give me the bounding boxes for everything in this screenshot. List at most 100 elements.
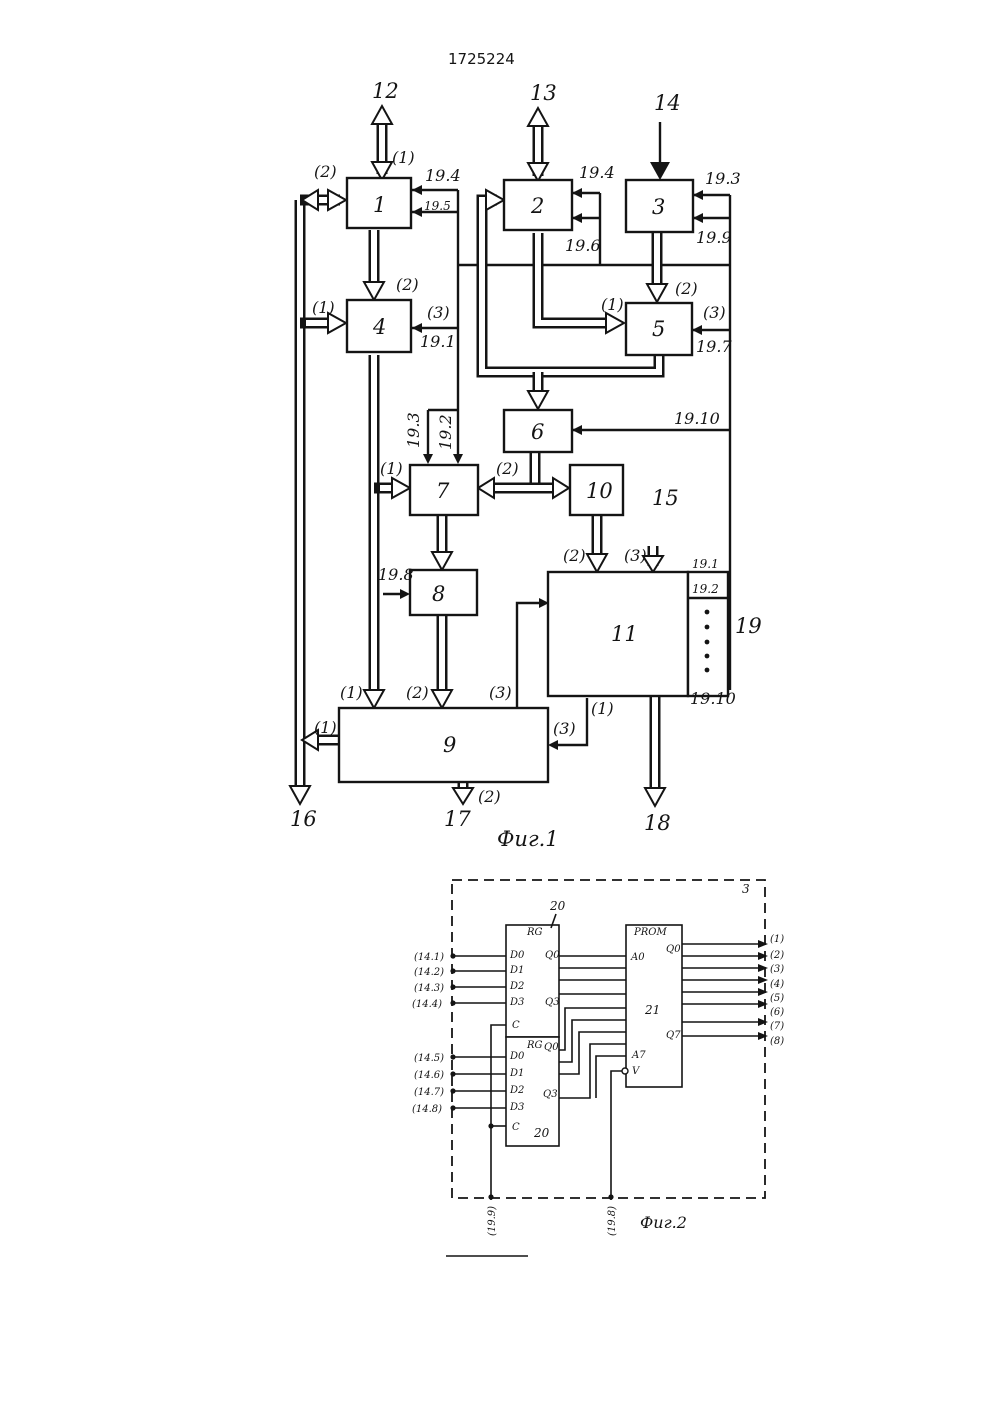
conn-19-9: (19.9) <box>487 1206 498 1236</box>
sig-19-2-b11: 19.2 <box>692 582 719 596</box>
block-9-label: 9 <box>443 733 456 757</box>
output-3: (3) <box>770 964 784 975</box>
pin-q0-bottom: Q0 <box>544 1042 559 1053</box>
sig-19-9: 19.9 <box>696 228 732 247</box>
prom-pin-q7: Q7 <box>666 1030 681 1041</box>
input-14-1: (14.1) <box>414 952 444 963</box>
ext-19: 19 <box>735 614 762 638</box>
prom-pin-a7: A7 <box>631 1050 646 1061</box>
block-4-label: 4 <box>372 315 386 339</box>
output-2: (2) <box>770 950 784 961</box>
port-b5-3: (3) <box>703 303 726 322</box>
output-7: (7) <box>770 1021 784 1032</box>
pin-c-bottom: C <box>512 1122 520 1133</box>
pin-d0-top: D0 <box>509 950 525 961</box>
sig-19-10-b6: 19.10 <box>674 409 720 428</box>
output-8: (8) <box>770 1036 784 1047</box>
output-5: (5) <box>770 993 784 1004</box>
port-b4-3: (3) <box>427 303 450 322</box>
block-1-label: 1 <box>373 193 386 217</box>
block-7-label: 7 <box>436 479 450 503</box>
fig2-block-3-frame <box>452 880 765 1198</box>
output-6: (6) <box>770 1007 784 1018</box>
rg-label-bottom: RG <box>526 1040 543 1051</box>
block-5-label: 5 <box>652 317 665 341</box>
sig-19-8: 19.8 <box>378 565 414 584</box>
block-6-label: 6 <box>531 420 544 444</box>
conn-19-8: (19.8) <box>607 1206 618 1236</box>
sig-19-2-b7: 19.2 <box>436 414 455 450</box>
port-b5-1: (1) <box>601 295 624 314</box>
sig-19-3-b7: 19.3 <box>404 412 423 448</box>
pin-q3-top: Q3 <box>545 997 560 1008</box>
pin-d3-bottom: D3 <box>509 1102 524 1113</box>
ext-16: 16 <box>290 807 317 831</box>
fig2-output-arrows <box>758 940 768 1040</box>
prom-type-label: PROM <box>633 927 667 938</box>
input-14-3: (14.3) <box>414 983 444 994</box>
block-8-label: 8 <box>432 582 445 606</box>
output-4: (4) <box>770 979 784 990</box>
input-14-4: (14.4) <box>412 999 442 1010</box>
fig2-wires <box>452 944 760 1200</box>
pin-d1-bottom: D1 <box>509 1068 524 1079</box>
port-b9-1-out: (1) <box>314 718 337 737</box>
port-b7-2: (2) <box>496 459 519 478</box>
pin-d0-bottom: D0 <box>509 1051 525 1062</box>
port-b4-1: (1) <box>312 298 335 317</box>
port-b1-2: (2) <box>314 162 337 181</box>
prom-21-label: 21 <box>644 1003 660 1017</box>
pin-q3-bottom: Q3 <box>543 1089 558 1100</box>
ext-12: 12 <box>372 79 399 103</box>
block-10-label: 10 <box>586 479 613 503</box>
block-3-label: 3 <box>652 195 665 219</box>
sig-19-4-b1: 19.4 <box>425 166 461 185</box>
fig2-block-3-label: 3 <box>742 882 750 896</box>
port-b1-1: (1) <box>392 148 415 167</box>
pin-d1-top: D1 <box>509 965 524 976</box>
ext-17: 17 <box>444 807 471 831</box>
sig-19-4-b2: 19.4 <box>579 163 615 182</box>
ext-15: 15 <box>652 486 679 510</box>
port-b5-2: (2) <box>675 279 698 298</box>
port-b9-2-out: (2) <box>478 787 501 806</box>
pin-q0-top: Q0 <box>545 950 560 961</box>
port-b11-1: (1) <box>591 699 614 718</box>
ext-18: 18 <box>644 811 671 835</box>
port-b7-1: (1) <box>380 459 403 478</box>
input-14-5: (14.5) <box>414 1053 444 1064</box>
ext-14: 14 <box>654 91 681 115</box>
ext-13: 13 <box>530 81 557 105</box>
port-b11-2: (2) <box>563 546 586 565</box>
port-b9-2: (2) <box>406 683 429 702</box>
output-1: (1) <box>770 934 784 945</box>
pin-d2-top: D2 <box>509 981 524 992</box>
sig-19-6: 19.6 <box>565 236 601 255</box>
input-14-8: (14.8) <box>412 1104 442 1115</box>
prom-pin-q0: Q0 <box>666 944 681 955</box>
input-14-2: (14.2) <box>414 967 444 978</box>
block-11-label: 11 <box>611 622 638 646</box>
sig-19-7: 19.7 <box>696 337 732 356</box>
register-20-label-bottom: 20 <box>533 1126 550 1140</box>
sig-19-1-b11: 19.1 <box>692 557 719 571</box>
port-b11-3: (3) <box>624 546 647 565</box>
port-b9-3: (3) <box>489 683 512 702</box>
fig2-caption: Фиг.2 <box>640 1213 687 1232</box>
input-14-7: (14.7) <box>414 1087 444 1098</box>
pin-d3-top: D3 <box>509 997 524 1008</box>
prom-pin-a0: A0 <box>630 952 645 963</box>
pin-c-top: C <box>512 1020 520 1031</box>
block-2-label: 2 <box>530 194 544 218</box>
sig-19-5: 19.5 <box>424 199 451 213</box>
port-b9-1: (1) <box>340 683 363 702</box>
port-b9-3-in: (3) <box>553 719 576 738</box>
input-14-6: (14.6) <box>414 1070 444 1081</box>
sig-19-1-b4: 19.1 <box>420 332 456 351</box>
sig-19-3-b3: 19.3 <box>705 169 741 188</box>
pin-d2-bottom: D2 <box>509 1085 524 1096</box>
sig-19-10-b11: 19.10 <box>690 689 736 708</box>
rg-label-top: RG <box>526 927 543 938</box>
